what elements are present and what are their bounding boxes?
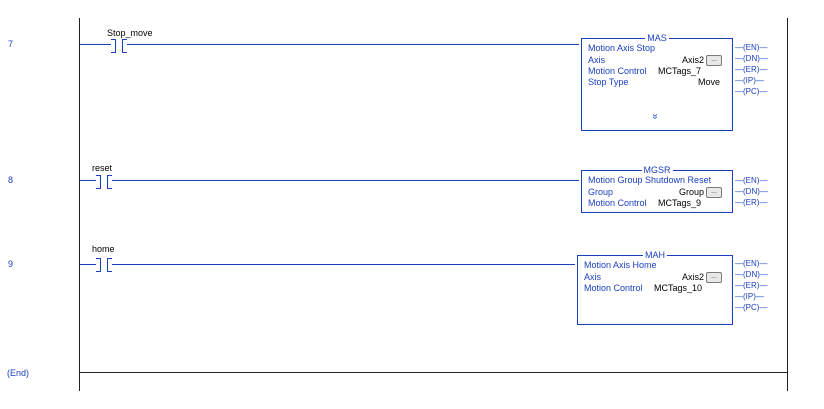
- param-motion-control-value[interactable]: MCTags_9: [658, 198, 702, 208]
- mgsr-instruction-block[interactable]: MGSR Motion Group Shutdown Reset Group G…: [581, 165, 733, 213]
- param-motion-control-value[interactable]: MCTags_7: [658, 66, 702, 76]
- output-en: —(EN)—: [735, 43, 768, 52]
- xic-contact-home[interactable]: [96, 258, 112, 272]
- output-en: —(EN)—: [735, 176, 768, 185]
- block-mnemonic: MAH: [643, 250, 667, 260]
- param-group-value[interactable]: Group: [678, 187, 704, 197]
- output-pc: —(PC)—: [735, 87, 768, 96]
- browse-button[interactable]: ...: [706, 187, 722, 198]
- end-rung-wire: [80, 372, 787, 373]
- rung-9-wire: [80, 264, 575, 265]
- param-axis-value[interactable]: Axis2: [681, 55, 704, 65]
- block-mnemonic: MGSR: [641, 165, 673, 175]
- xic-contact-stop-move[interactable]: [111, 39, 127, 53]
- mas-instruction-block[interactable]: MAS Motion Axis Stop Axis Axis2 ... Moti…: [581, 33, 733, 131]
- mah-instruction-block[interactable]: MAH Motion Axis Home Axis Axis2 ... Moti…: [577, 250, 733, 325]
- contact-tag-home[interactable]: home: [92, 244, 115, 254]
- param-motion-control-value[interactable]: MCTags_10: [654, 283, 703, 293]
- xic-contact-reset[interactable]: [96, 175, 112, 189]
- block-mnemonic: MAS: [645, 33, 669, 43]
- output-er: —(ER)—: [735, 65, 768, 74]
- output-ip: —(IP)—: [735, 76, 764, 85]
- rung-number-9[interactable]: 9: [8, 259, 14, 269]
- output-er: —(ER)—: [735, 198, 768, 207]
- expand-chevron-icon[interactable]: »: [649, 113, 661, 120]
- contact-tag-reset[interactable]: reset: [92, 163, 113, 173]
- output-ip: —(IP)—: [735, 292, 764, 301]
- output-er: —(ER)—: [735, 281, 768, 290]
- rung-8-wire: [80, 180, 579, 181]
- rung-7-wire: [80, 44, 579, 45]
- output-dn: —(DN)—: [735, 187, 768, 196]
- param-stop-type-value[interactable]: Move: [698, 77, 721, 87]
- output-dn: —(DN)—: [735, 54, 768, 63]
- right-power-rail: [787, 18, 788, 391]
- browse-button[interactable]: ...: [706, 55, 722, 66]
- browse-button[interactable]: ...: [706, 272, 722, 283]
- end-rung-label[interactable]: (End): [7, 368, 30, 378]
- output-pc: —(PC)—: [735, 303, 768, 312]
- rung-number-7[interactable]: 7: [8, 39, 14, 49]
- output-en: —(EN)—: [735, 259, 768, 268]
- param-axis-value[interactable]: Axis2: [681, 272, 704, 282]
- contact-tag-stop-move[interactable]: Stop_move: [107, 28, 153, 38]
- rung-number-8[interactable]: 8: [8, 175, 14, 185]
- left-power-rail: [79, 18, 80, 391]
- output-dn: —(DN)—: [735, 270, 768, 279]
